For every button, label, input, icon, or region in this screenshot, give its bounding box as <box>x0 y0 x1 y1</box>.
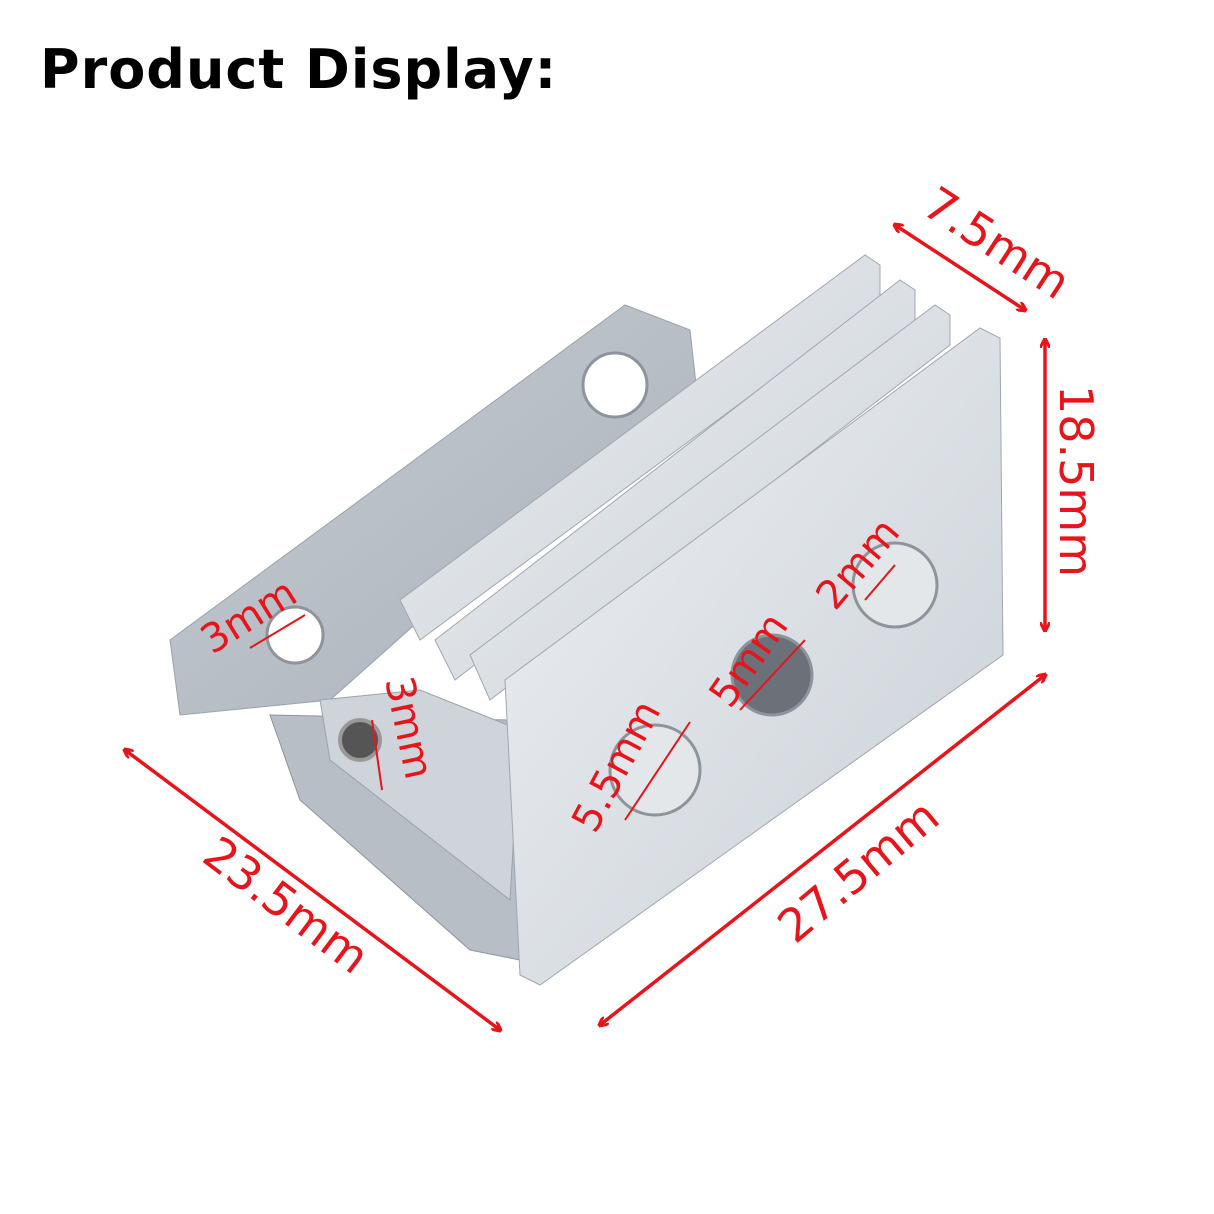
label-18-5mm: 18.5mm <box>1049 385 1103 577</box>
label-23-5mm: 23.5mm <box>193 826 379 985</box>
arrow-bracket-3mm <box>249 614 306 649</box>
fin-3 <box>469 304 951 701</box>
arrow-27-5mm <box>600 675 1045 1025</box>
page-title: Product Display: <box>40 38 558 101</box>
bracket-hole-lower <box>265 605 325 665</box>
arrow-2mm <box>864 564 896 601</box>
fin-1 <box>399 254 881 641</box>
dimension-arrows <box>125 225 1045 1030</box>
bracket-hole <box>581 351 649 419</box>
arrow-side-3mm <box>371 719 383 791</box>
arrow-5-5mm <box>624 721 691 821</box>
arrow-23-5mm <box>125 750 500 1030</box>
arrow-7-5mm <box>895 225 1025 310</box>
arrow-5mm <box>739 639 806 711</box>
hole-small <box>851 541 939 629</box>
